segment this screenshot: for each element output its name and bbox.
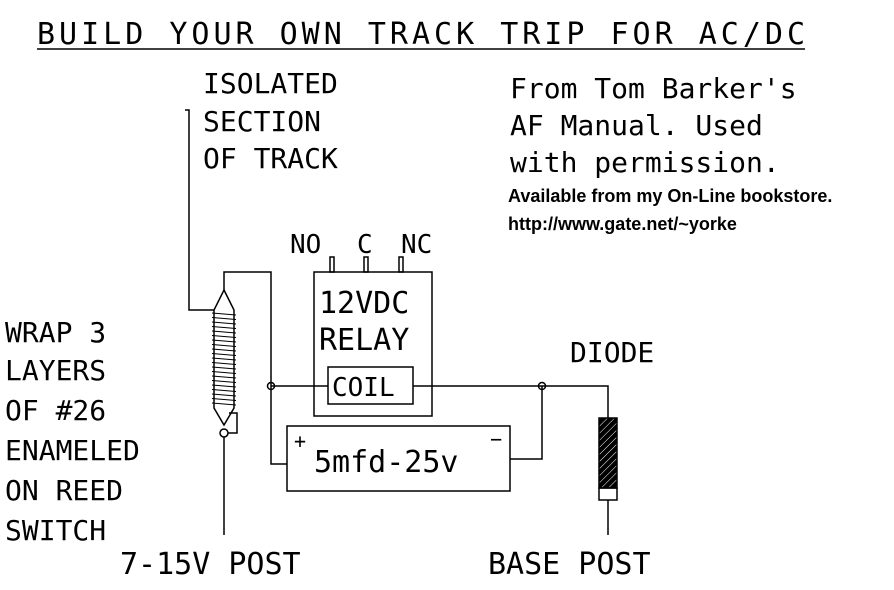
winding-turn xyxy=(211,321,237,325)
winding-turn xyxy=(211,353,237,356)
winding-turn xyxy=(211,344,237,347)
diode-label: DIODE xyxy=(570,336,654,369)
bookstore-text: Available from my On-Line bookstore. xyxy=(508,186,832,206)
winding-turn xyxy=(211,335,237,338)
junction-dot xyxy=(266,381,276,391)
coil-label: COIL xyxy=(332,373,395,403)
relay-label: 12VDC xyxy=(319,286,409,321)
supply-post-label: 7-15V POST xyxy=(120,547,301,582)
relay-pin-nc xyxy=(398,256,404,273)
winding-turn xyxy=(211,326,237,329)
winding-turn xyxy=(211,384,237,388)
pin-label-c: C xyxy=(357,230,373,260)
winding-turn xyxy=(211,402,237,406)
diagram-title: BUILD YOUR OWN TRACK TRIP FOR AC/DC xyxy=(37,17,805,52)
wrap-line: ENAMELED xyxy=(5,434,140,467)
coil-to-diode-wire xyxy=(413,385,609,418)
junction-dot xyxy=(537,381,547,391)
relay-label: RELAY xyxy=(319,323,409,358)
winding-turn xyxy=(211,348,237,352)
winding-turn xyxy=(211,330,237,334)
wrap-line: LAYERS xyxy=(5,354,106,387)
winding-turn xyxy=(211,317,237,320)
wrap-line: WRAP 3 xyxy=(5,316,106,349)
capacitor-minus-wire xyxy=(510,386,543,460)
winding-turn xyxy=(211,371,237,374)
isolated-track-wire xyxy=(185,109,214,311)
winding-turn xyxy=(211,312,237,316)
relay-coil xyxy=(327,366,414,405)
wrap-note: WRAP 3 LAYERS OF #26 ENAMELED ON REED SW… xyxy=(5,316,140,547)
relay-pin-no xyxy=(329,256,335,273)
reed-switch xyxy=(211,288,238,438)
credit-line: From Tom Barker's xyxy=(510,72,797,105)
diode: DIODE xyxy=(570,336,654,501)
minus-sign: − xyxy=(490,427,502,451)
label-line: SECTION xyxy=(203,105,321,138)
relay: NO C NC 12VDC RELAY COIL xyxy=(290,230,433,417)
wrap-line: SWITCH xyxy=(5,514,106,547)
winding-turn xyxy=(211,339,237,343)
wrap-line: ON REED xyxy=(5,474,123,507)
wrap-line: OF #26 xyxy=(5,394,106,427)
winding-coil xyxy=(211,312,237,406)
relay-pin-c xyxy=(363,256,369,273)
capacitor-label: 5mfd-25v xyxy=(314,445,459,480)
reed-to-capacitor-wire xyxy=(223,271,287,465)
winding-turn xyxy=(211,393,237,397)
isolated-section-label: ISOLATED SECTION OF TRACK xyxy=(203,67,338,175)
capacitor: + − 5mfd-25v xyxy=(286,425,511,492)
label-line: ISOLATED xyxy=(203,67,338,100)
winding-turn xyxy=(211,380,237,383)
winding-turn xyxy=(211,398,237,401)
base-post-label: BASE POST xyxy=(488,547,651,582)
winding-turn xyxy=(211,357,237,361)
credit-line: with permission. xyxy=(510,146,780,179)
pin-label-nc: NC xyxy=(401,230,432,260)
credit-note: From Tom Barker's AF Manual. Used with p… xyxy=(508,72,832,234)
label-line: OF TRACK xyxy=(203,142,338,175)
winding-turn xyxy=(211,375,237,379)
pin-label-no: NO xyxy=(290,230,321,260)
winding-turn xyxy=(211,366,237,370)
winding-turn xyxy=(211,362,237,365)
bookstore-link[interactable]: http://www.gate.net/~yorke xyxy=(508,214,737,234)
winding-turn xyxy=(211,389,237,392)
credit-line: AF Manual. Used xyxy=(510,109,763,142)
plus-sign: + xyxy=(294,429,306,453)
